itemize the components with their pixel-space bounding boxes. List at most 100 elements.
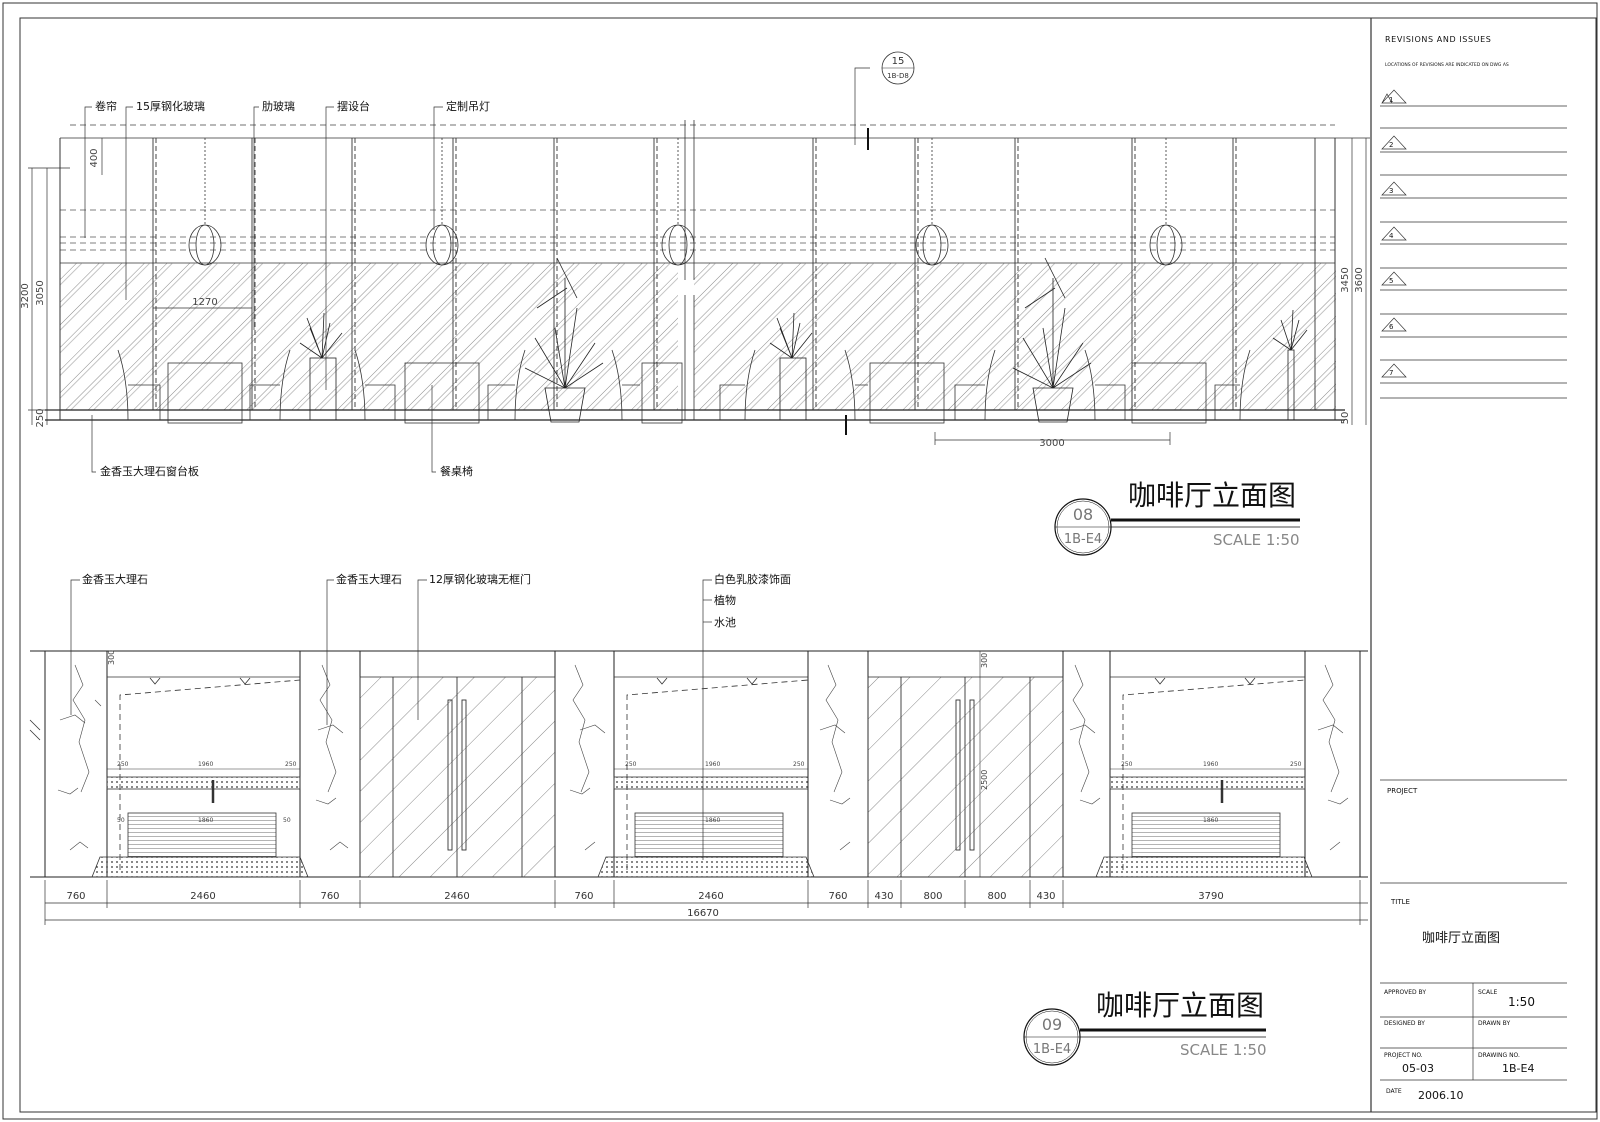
- svg-text:1960: 1960: [1203, 761, 1218, 768]
- project-label: PROJECT: [1387, 787, 1418, 795]
- dim-total: 16670: [687, 908, 719, 919]
- revision-7: 7: [1389, 369, 1393, 377]
- bottom-elevation: 250 1960 250 1860 50 50 250 1960 250 186…: [29, 572, 1368, 1066]
- pendant-lamps: [188, 138, 1183, 266]
- svg-text:2460: 2460: [190, 891, 215, 902]
- svg-text:250: 250: [117, 761, 129, 768]
- svg-text:430: 430: [1036, 891, 1055, 902]
- label-marble-sill: 金香玉大理石窗台板: [100, 464, 199, 478]
- water-feature-bays: [91, 676, 1313, 878]
- svg-text:1860: 1860: [705, 817, 720, 824]
- svg-text:2460: 2460: [444, 891, 469, 902]
- top-elevation: 400 3050 3200 250 3450 3600 50 1270 3000…: [20, 51, 1370, 556]
- drawing-no-value: 1B-E4: [1502, 1062, 1534, 1075]
- elevation-09-title: 09 1B-E4 咖啡厅立面图 SCALE 1:50: [1023, 989, 1267, 1066]
- glass-fins: [152, 138, 1316, 410]
- svg-text:250: 250: [1290, 761, 1302, 768]
- elevation-08-title: 08 1B-E4 咖啡厅立面图 SCALE 1:50: [1054, 479, 1300, 556]
- svg-text:1960: 1960: [198, 761, 213, 768]
- leaders-top: [84, 67, 870, 473]
- svg-text:2500: 2500: [980, 770, 989, 790]
- svg-text:300: 300: [980, 653, 989, 668]
- glass-door-1: [359, 676, 556, 878]
- ref-number: 09: [1042, 1015, 1062, 1034]
- svg-text:760: 760: [828, 891, 847, 902]
- label-glass-fin: 肋玻璃: [262, 99, 295, 113]
- svg-text:800: 800: [923, 891, 942, 902]
- revision-3: 3: [1389, 187, 1393, 195]
- svg-text:760: 760: [66, 891, 85, 902]
- revisions-heading: REVISIONS AND ISSUES: [1385, 35, 1491, 44]
- label-marble-2: 金香玉大理石: [336, 572, 402, 586]
- project-no-value: 05-03: [1402, 1062, 1434, 1075]
- svg-text:760: 760: [574, 891, 593, 902]
- title-label: TITLE: [1390, 898, 1410, 906]
- svg-text:3790: 3790: [1198, 891, 1223, 902]
- dim-3000: 3000: [1039, 438, 1064, 449]
- dim-3200: 3200: [20, 283, 31, 308]
- ref-sheet: 1B-E4: [1033, 1042, 1071, 1057]
- svg-text:760: 760: [320, 891, 339, 902]
- leaders-bottom: [70, 579, 712, 860]
- dim-3050: 3050: [35, 280, 46, 305]
- marble-texture: [57, 664, 1349, 851]
- date-value: 2006.10: [1418, 1089, 1464, 1102]
- date-label: DATE: [1386, 1088, 1402, 1095]
- svg-text:250: 250: [285, 761, 297, 768]
- label-tempered-glass: 15厚钢化玻璃: [136, 99, 205, 113]
- drawn-label: DRAWN BY: [1478, 1020, 1510, 1027]
- svg-text:50: 50: [117, 817, 125, 824]
- svg-text:15: 15: [892, 56, 905, 67]
- dim-3600: 3600: [1354, 267, 1365, 292]
- drawing-no-label: DRAWING NO.: [1478, 1052, 1520, 1059]
- elevation-title: 咖啡厅立面图: [1096, 989, 1264, 1022]
- revisions-note: LOCATIONS OF REVISIONS ARE INDICATED ON …: [1385, 62, 1509, 68]
- elevation-title: 咖啡厅立面图: [1128, 479, 1296, 512]
- revision-triangles: [1381, 89, 1407, 378]
- svg-text:800: 800: [987, 891, 1006, 902]
- svg-text:1860: 1860: [1203, 817, 1218, 824]
- dining-sets: [117, 349, 1251, 424]
- revision-6: 6: [1389, 323, 1394, 331]
- label-display-stand: 摆设台: [337, 99, 370, 113]
- designed-label: DESIGNED BY: [1384, 1020, 1425, 1027]
- project-no-label: PROJECT NO.: [1384, 1052, 1423, 1059]
- dim-400: 400: [89, 148, 100, 167]
- sheet-inner-border: [19, 17, 1597, 1113]
- revision-1: 1: [1389, 96, 1393, 104]
- dim-1270: 1270: [192, 297, 217, 308]
- elevation-scale: SCALE 1:50: [1180, 1041, 1267, 1059]
- label-pool: 水池: [714, 616, 736, 629]
- svg-text:430: 430: [874, 891, 893, 902]
- label-dining-set: 餐桌椅: [440, 464, 473, 478]
- revision-4: 4: [1389, 232, 1394, 240]
- label-plants: 植物: [714, 593, 736, 607]
- label-custom-pendant: 定制吊灯: [446, 99, 490, 113]
- approved-label: APPROVED BY: [1384, 989, 1426, 996]
- svg-text:300: 300: [107, 650, 116, 665]
- elevation-scale: SCALE 1:50: [1213, 531, 1300, 549]
- ref-number: 08: [1073, 505, 1093, 524]
- svg-text:1B-D8: 1B-D8: [887, 72, 909, 80]
- svg-text:250: 250: [1121, 761, 1133, 768]
- detail-ref-bubble: 15 1B-D8: [845, 51, 915, 435]
- label-marble-1: 金香玉大理石: [82, 572, 148, 586]
- glass-door-2: [867, 676, 1064, 878]
- scale-value: 1:50: [1508, 995, 1535, 1009]
- svg-text:1860: 1860: [198, 817, 213, 824]
- revision-2: 2: [1389, 141, 1393, 149]
- svg-text:250: 250: [625, 761, 637, 768]
- scale-label: SCALE: [1478, 989, 1497, 996]
- svg-text:2460: 2460: [698, 891, 723, 902]
- label-roller-blind: 卷帘: [95, 99, 117, 113]
- title-block: [1380, 89, 1567, 1081]
- title-value: 咖啡厅立面图: [1422, 931, 1500, 946]
- dim-3450: 3450: [1340, 267, 1351, 292]
- revision-5: 5: [1389, 277, 1393, 285]
- label-white-paint: 白色乳胶漆饰面: [714, 572, 791, 586]
- ref-sheet: 1B-E4: [1064, 532, 1102, 547]
- label-frameless-door: 12厚钢化玻璃无框门: [429, 572, 531, 586]
- svg-text:1960: 1960: [705, 761, 720, 768]
